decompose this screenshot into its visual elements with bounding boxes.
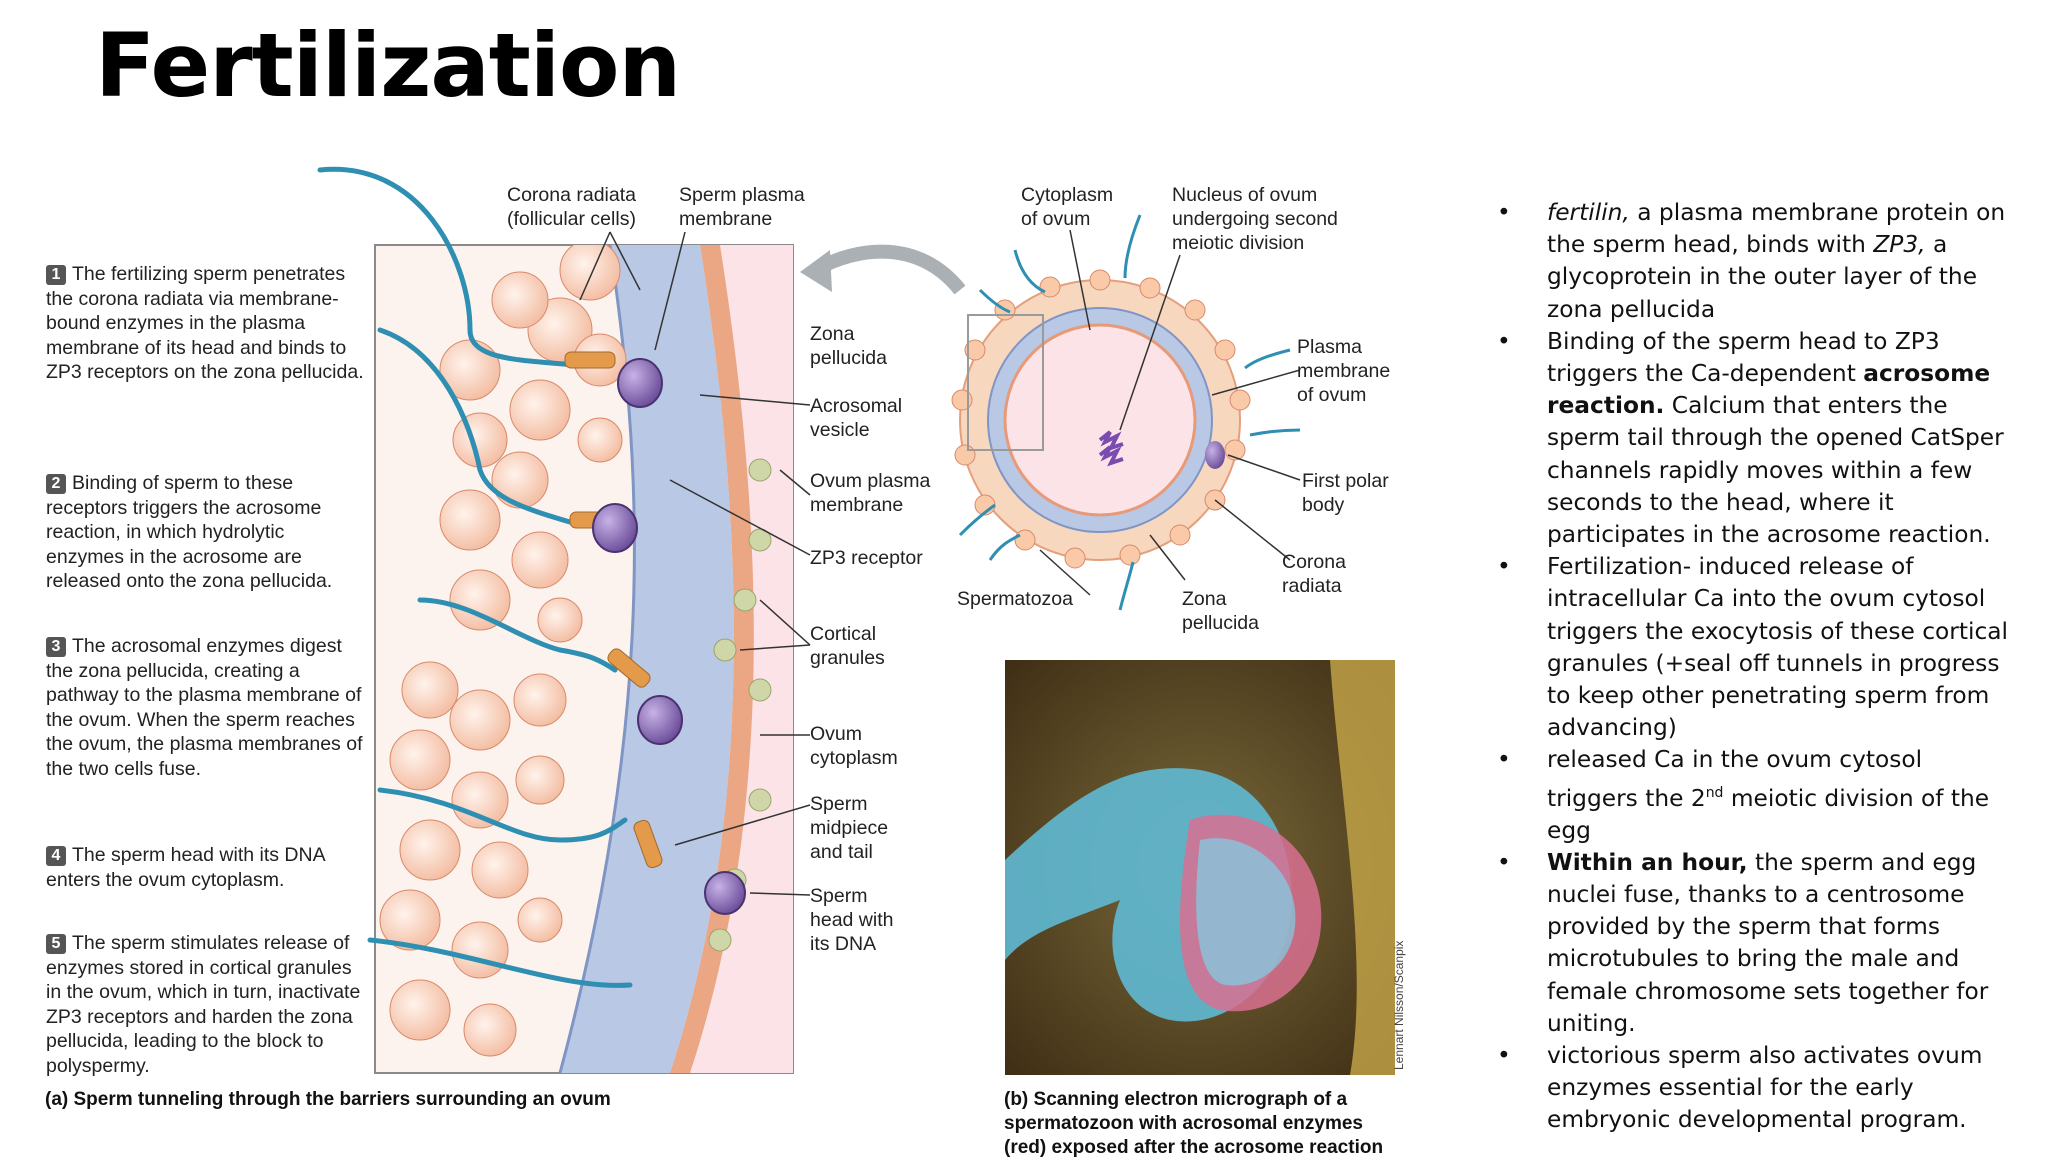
label-first-polar-body: First polar body (1302, 470, 1389, 516)
zoom-arrow-shaft (811, 244, 966, 295)
step-number: 5 (46, 934, 66, 954)
note-item: fertilin, a plasma membrane protein on t… (1490, 197, 2020, 326)
label-cortical-granules: Cortical granules (810, 623, 885, 669)
note-italic: ZP3, (1873, 231, 1926, 259)
note-item: victorious sperm also activates ovum enz… (1490, 1040, 2020, 1137)
label-corona-radiata: Corona radiata (follicular cells) (507, 184, 636, 230)
label-cytoplasm-of-ovum: Cytoplasm of ovum (1021, 184, 1114, 230)
photo-credit: Lennart Nilsson/Scanpix (1392, 940, 1406, 1070)
caption-b: (b) Scanning electron micrograph of a sp… (1004, 1089, 1384, 1158)
label-corona-radiata-b: Corona radiata (1282, 551, 1346, 597)
step-text: The acrosomal enzymes digest the zona pe… (46, 635, 363, 780)
caption-a: (a) Sperm tunneling through the barriers… (45, 1089, 611, 1110)
zoom-box (967, 314, 1044, 451)
note-text: Binding of the sperm head to ZP3 trigger… (1547, 327, 1940, 388)
ovum-overview (800, 244, 1251, 569)
note-superscript: nd (1705, 784, 1724, 801)
slide-title: Fertilization (95, 14, 681, 117)
label-sperm-plasma-membrane: Sperm plasma membrane (679, 184, 805, 230)
zona-pellucida-band (560, 245, 734, 1073)
note-bold: Within an hour, (1547, 848, 1748, 876)
leader-lines-a (579, 231, 811, 896)
step-text: The fertilizing sperm penetrates the cor… (46, 263, 364, 383)
note-item: released Ca in the ovum cytosol triggers… (1490, 744, 2020, 846)
label-ovum-cytoplasm: Ovum cytoplasm (810, 723, 898, 769)
label-sperm-midpiece: Sperm midpiece and tail (810, 793, 889, 863)
sem-micrograph (1005, 660, 1395, 1075)
note-item: Within an hour, the sperm and egg nuclei… (1490, 847, 2020, 1040)
label-zona-pellucida: Zona pellucida (810, 323, 887, 369)
label-zp3-receptor: ZP3 receptor (810, 547, 923, 569)
step-number: 2 (46, 474, 66, 494)
note-item: Fertilization- induced release of intrac… (1490, 551, 2020, 744)
step-number: 1 (46, 265, 66, 285)
ovum-plasma-membrane-band (670, 245, 754, 1073)
label-zona-pellucida-b: Zona pellucida (1182, 588, 1259, 634)
note-text: the sperm and egg nuclei fuse, thanks to… (1547, 848, 1989, 1037)
note-text: meiotic division of the egg (1547, 784, 1990, 844)
step-text: The sperm head with its DNA enters the o… (46, 844, 325, 891)
step-number: 3 (46, 637, 66, 657)
zoom-arrow-head (800, 250, 832, 292)
note-italic: fertilin, (1547, 199, 1630, 226)
cortical-granule-dots (708, 458, 772, 952)
label-acrosomal-vesicle: Acrosomal vesicle (810, 395, 903, 441)
sperm-heads-a (564, 351, 746, 915)
notes-list: fertilin, a plasma membrane protein on t… (1490, 197, 2020, 1137)
step-text: The sperm stimulates release of enzymes … (46, 932, 361, 1077)
step-number: 4 (46, 846, 66, 866)
ovum-cytoplasm-area (690, 245, 793, 1073)
label-plasma-membrane-of-ovum: Plasma membrane of ovum (1297, 336, 1391, 406)
label-ovum-plasma-membrane: Ovum plasma membrane (810, 470, 931, 516)
note-text: Calcium that enters the sperm tail throu… (1547, 392, 2004, 549)
label-spermatozoa: Spermatozoa (957, 588, 1073, 610)
note-text: a glycoprotein in the outer layer of the… (1547, 231, 1978, 323)
sperm-tails-a (317, 166, 633, 988)
corona-cells (379, 245, 627, 1057)
label-sperm-head: Sperm head with its DNA (810, 885, 894, 955)
note-text: released Ca in the ovum cytosol triggers… (1547, 746, 1923, 812)
note-bold: acrosome reaction. (1547, 360, 1991, 420)
leader-lines-b (1039, 229, 1301, 596)
note-text: victorious sperm also activates ovum enz… (1547, 1042, 1983, 1134)
step-text: Binding of sperm to these receptors trig… (46, 472, 333, 592)
note-text: Fertilization- induced release of intrac… (1547, 553, 2009, 742)
label-nucleus-of-ovum: Nucleus of ovum undergoing second meioti… (1172, 184, 1338, 254)
note-item: Binding of the sperm head to ZP3 trigger… (1490, 326, 2020, 551)
note-text: a plasma membrane protein on the sperm h… (1547, 199, 2006, 259)
spermatozoa-overview (958, 214, 1301, 611)
